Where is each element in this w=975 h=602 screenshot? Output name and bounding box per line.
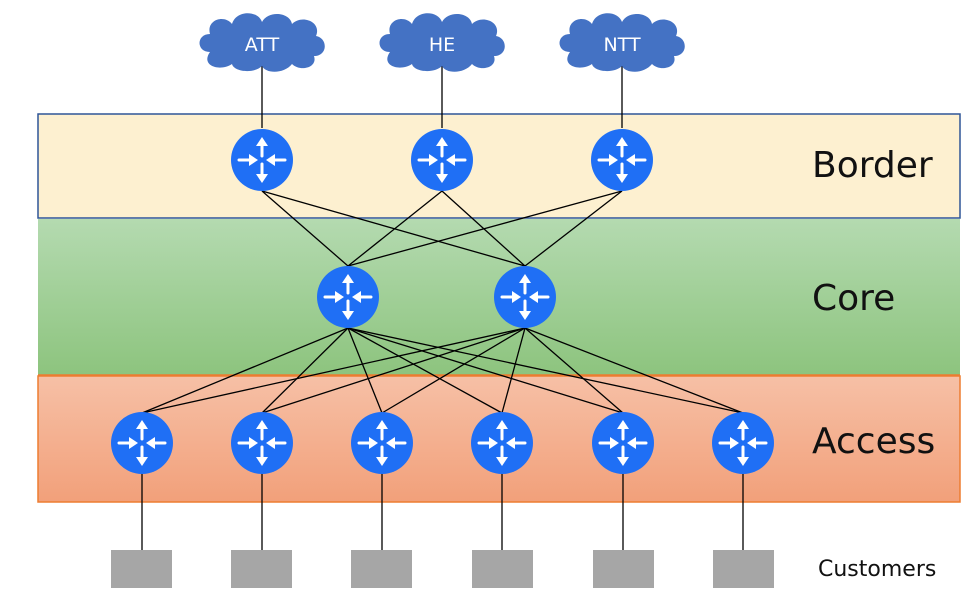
access-router-3-icon [349, 410, 415, 476]
link-border3-core1 [347, 190, 623, 267]
access-router-5-icon [590, 410, 656, 476]
link-core2-access5 [524, 327, 624, 414]
link-core2-access2 [261, 327, 526, 414]
link-border1-core2 [261, 190, 526, 267]
core-router-2-icon [492, 264, 558, 330]
link-core1-access1 [141, 327, 349, 414]
customer-box-3 [351, 550, 412, 588]
isp-label-he: HE [429, 34, 455, 56]
isp-cloud-he: HE [379, 13, 505, 72]
border-router-2-icon [409, 127, 475, 193]
link-core2-access4 [501, 327, 526, 414]
customer-box-4 [472, 550, 533, 588]
core-router-1-icon [315, 264, 381, 330]
link-core1-access5 [347, 327, 624, 414]
link-core2-access1 [141, 327, 526, 414]
layer-label-access: Access [812, 421, 935, 462]
customer-box-1 [111, 550, 172, 588]
customer-box-6 [713, 550, 774, 588]
isp-label-att: ATT [245, 34, 280, 56]
link-border3-core2 [524, 190, 623, 267]
customers [111, 550, 774, 588]
customer-box-5 [593, 550, 654, 588]
link-core1-access6 [347, 327, 744, 414]
link-core2-access6 [524, 327, 744, 414]
link-border2-core1 [347, 190, 443, 267]
isp-label-ntt: NTT [603, 34, 640, 56]
border-layer-band [37, 113, 961, 219]
link-core1-access2 [261, 327, 349, 414]
border-router-3-icon [589, 127, 655, 193]
link-core1-access4 [347, 327, 503, 414]
access-router-1-icon [109, 410, 175, 476]
access-router-2-icon [229, 410, 295, 476]
customer-box-2 [231, 550, 292, 588]
link-border1-core1 [261, 190, 349, 267]
access-router-4-icon [469, 410, 535, 476]
layer-label-core: Core [812, 278, 895, 319]
link-core1-access3 [347, 327, 383, 414]
isp-cloud-att: ATT [199, 13, 325, 72]
access-router-6-icon [710, 410, 776, 476]
links [141, 60, 744, 550]
layer-label-border: Border [812, 145, 933, 186]
customers-label: Customers [818, 557, 936, 582]
isp-cloud-ntt: NTT [559, 13, 685, 72]
border-router-1-icon [229, 127, 295, 193]
link-core2-access3 [381, 327, 526, 414]
